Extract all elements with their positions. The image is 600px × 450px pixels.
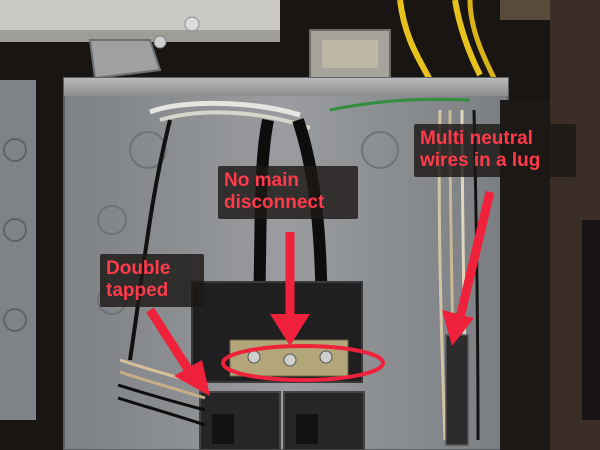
arrow-double-tapped <box>146 307 210 396</box>
yellow-cable <box>452 0 483 77</box>
annotation-double-tapped: Double tapped <box>100 254 204 307</box>
clamp-screw <box>153 35 167 49</box>
highlight-ellipse <box>221 344 385 382</box>
left-box-knockout <box>3 218 27 242</box>
breaker-handle <box>212 414 234 444</box>
white-cable <box>159 110 311 130</box>
right-wood-edge <box>582 220 600 420</box>
breaker-handle <box>296 414 318 444</box>
left-box-knockout <box>3 138 27 162</box>
knockout <box>361 131 399 169</box>
annotation-no-main-disconnect: No main disconnect <box>218 166 358 219</box>
clamp-screw <box>184 16 200 32</box>
yellow-cable <box>397 0 433 82</box>
yellow-cable <box>467 0 498 82</box>
lug-screw <box>247 350 261 364</box>
cable-clamp <box>88 39 162 80</box>
knockout <box>129 131 167 169</box>
thin-black-wire <box>128 119 172 361</box>
arrow-no-main-disconnect <box>270 232 310 346</box>
knockout <box>97 205 127 235</box>
lug-screw <box>319 350 333 364</box>
white-cable <box>149 100 301 118</box>
branch-wire <box>117 396 206 427</box>
branch-wire <box>117 383 206 412</box>
left-side-box <box>0 80 36 420</box>
panel-top-flange <box>64 78 508 96</box>
neutral-bar <box>445 334 469 446</box>
annotation-multi-neutral: Multi neutral wires in a lug <box>414 124 576 177</box>
lug-screw <box>283 353 297 367</box>
green-ground-wire <box>329 97 471 112</box>
branch-wire <box>119 370 206 400</box>
transformer-core <box>322 40 378 68</box>
left-box-knockout <box>3 308 27 332</box>
arrow-multi-neutral <box>442 190 495 346</box>
upper-left-box-shadow <box>0 30 280 42</box>
